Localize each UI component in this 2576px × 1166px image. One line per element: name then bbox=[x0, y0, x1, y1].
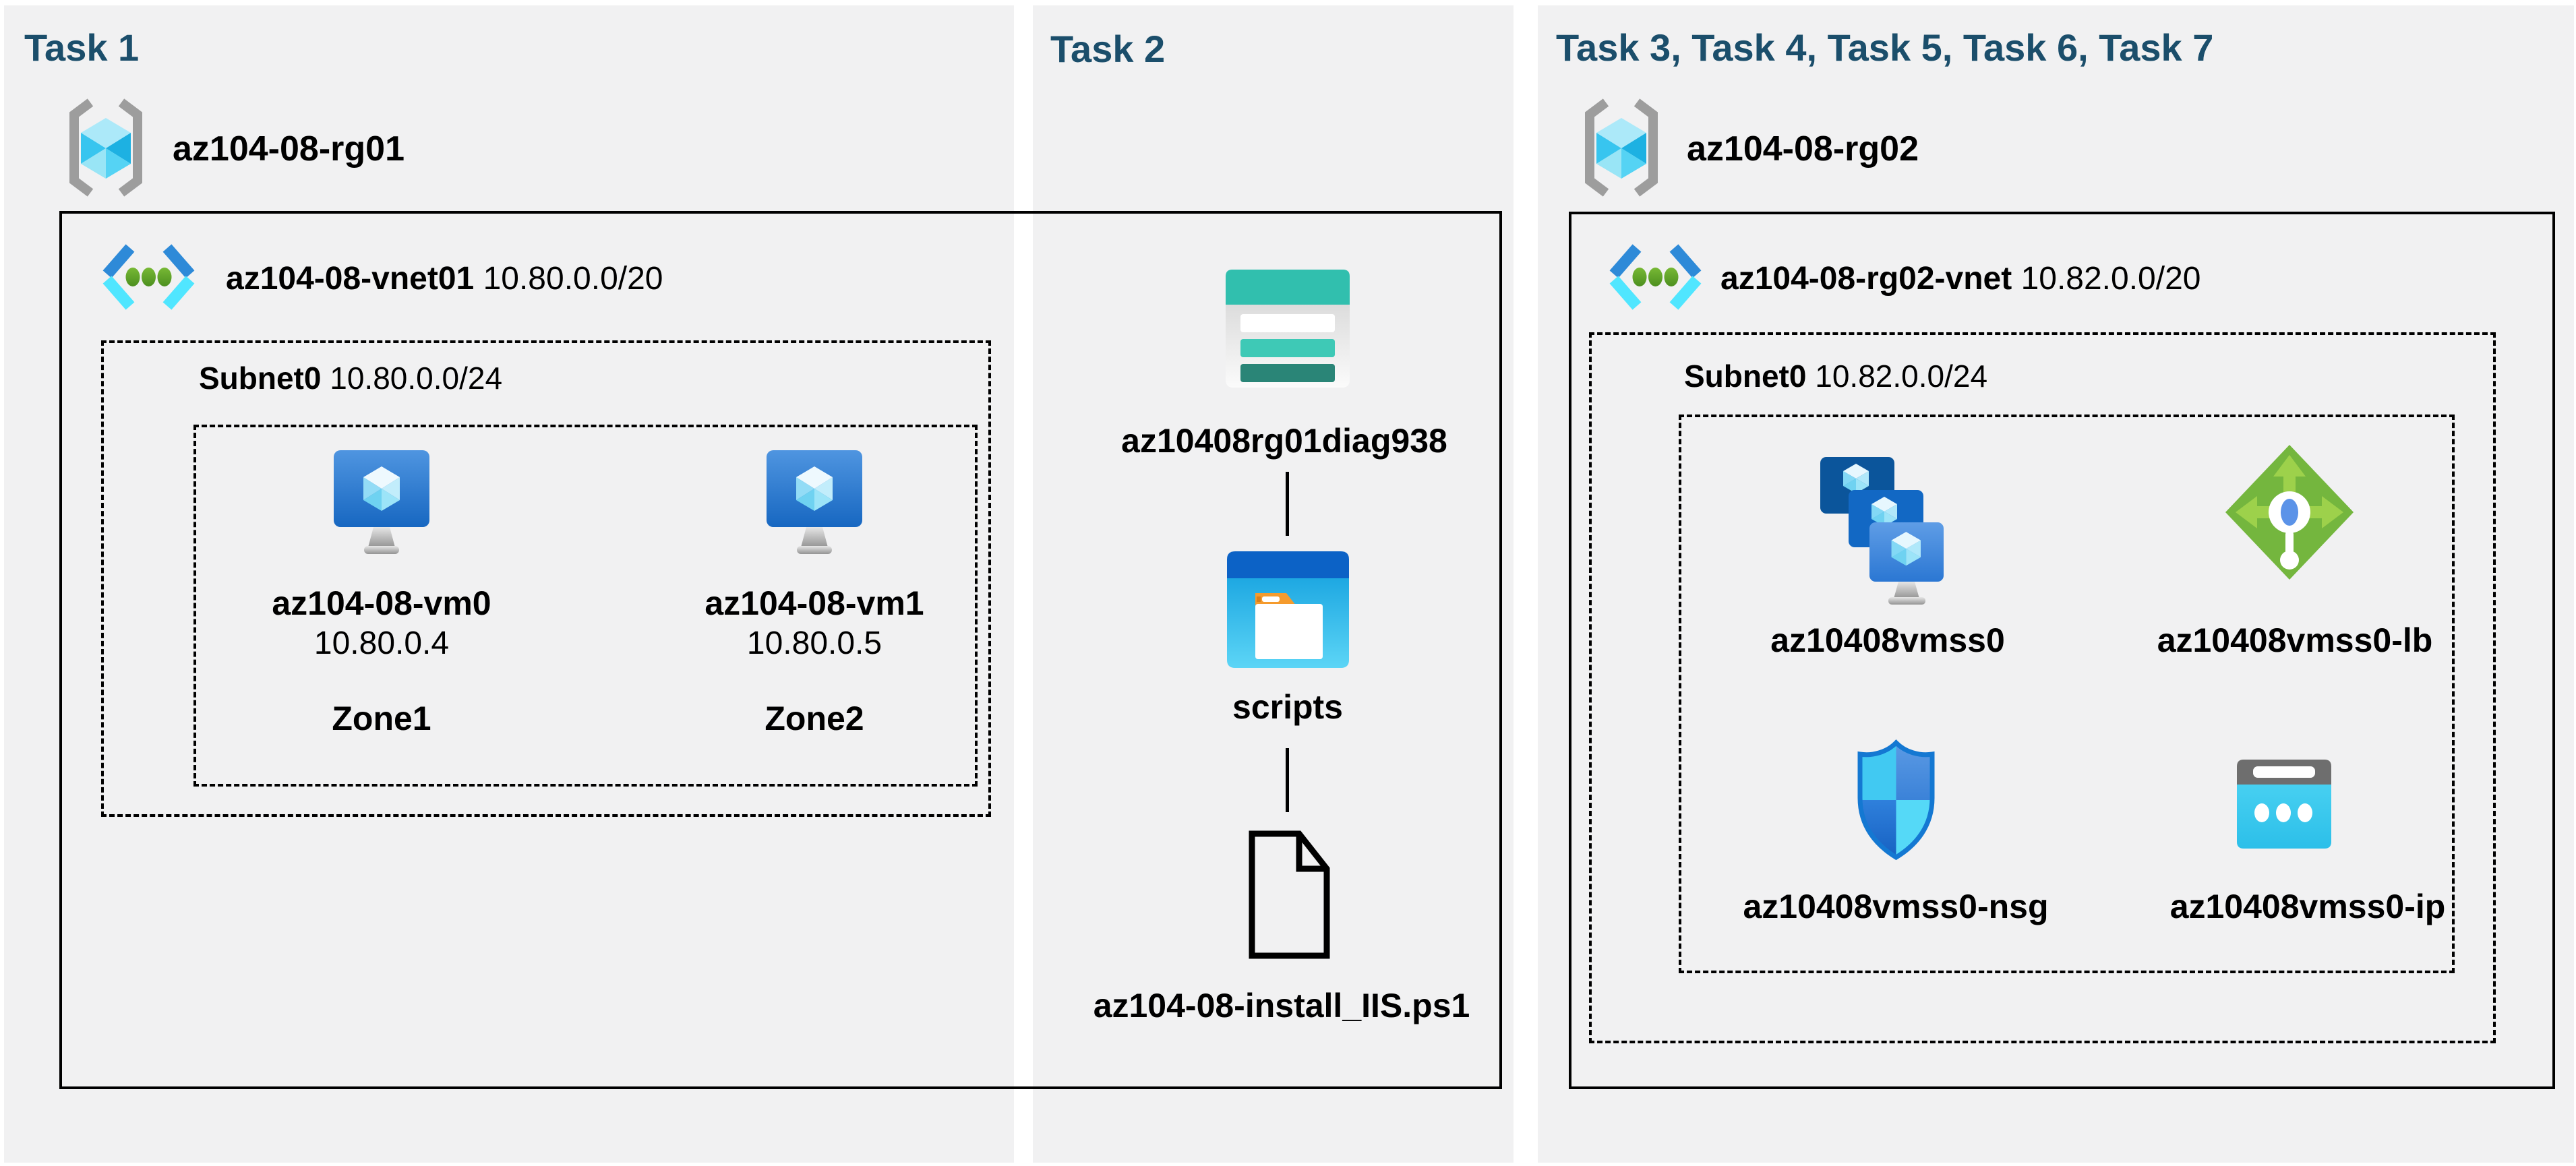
virtual-machine-icon bbox=[328, 448, 436, 559]
vnet2-name: az104-08-rg02-vnet bbox=[1720, 261, 2012, 297]
vmss-group-box bbox=[1679, 415, 2455, 973]
vnet2-label: az104-08-rg02-vnet 10.82.0.0/20 bbox=[1720, 261, 2201, 297]
subnet1-box bbox=[101, 340, 991, 817]
storage-account-name: az10408rg01diag938 bbox=[1121, 422, 1447, 460]
task1-title: Task 1 bbox=[24, 26, 140, 69]
subnet1-name: Subnet0 bbox=[199, 361, 322, 396]
load-balancer-name: az10408vmss0-lb bbox=[2157, 621, 2433, 659]
vnet1-label: az104-08-vnet01 10.80.0.0/20 bbox=[226, 261, 663, 297]
virtual-machine-icon bbox=[760, 448, 868, 559]
subnet2-box bbox=[1589, 332, 2496, 1043]
connector-storage-folder bbox=[1286, 472, 1289, 536]
task2-title: Task 2 bbox=[1050, 28, 1166, 70]
vm-group-box bbox=[193, 425, 978, 787]
subnet2-cidr: 10.82.0.0/24 bbox=[1815, 359, 1988, 394]
vnet2-cidr: 10.82.0.0/20 bbox=[2020, 261, 2201, 297]
vm0-zone: Zone1 bbox=[332, 700, 431, 737]
virtual-network-icon bbox=[96, 241, 201, 312]
network-security-group-icon bbox=[1854, 739, 1938, 861]
resource-group-icon bbox=[61, 98, 151, 197]
panel-task1 bbox=[4, 5, 1014, 1163]
subnet2-name: Subnet0 bbox=[1684, 359, 1807, 394]
connector-folder-file bbox=[1286, 748, 1289, 812]
task3-title: Task 3, Task 4, Task 5, Task 6, Task 7 bbox=[1556, 26, 2214, 69]
vnet2-box bbox=[1569, 212, 2555, 1089]
vm0-ip: 10.80.0.4 bbox=[313, 625, 450, 661]
vm1-ip: 10.80.0.5 bbox=[746, 625, 882, 661]
resource-group2-name: az104-08-rg02 bbox=[1687, 129, 1919, 168]
storage-account-icon bbox=[1226, 270, 1350, 388]
public-ip-icon bbox=[2237, 760, 2331, 849]
vnet1-cidr: 10.80.0.0/20 bbox=[483, 261, 663, 297]
virtual-network-icon bbox=[1603, 241, 1708, 312]
file-icon bbox=[1247, 828, 1332, 961]
subnet1-label: Subnet0 10.80.0.0/24 bbox=[199, 361, 502, 396]
file-name: az104-08-install_IIS.ps1 bbox=[1093, 987, 1470, 1024]
vm-scale-set-icon bbox=[1818, 452, 1949, 607]
vnet1-name: az104-08-vnet01 bbox=[226, 261, 475, 297]
subnet1-cidr: 10.80.0.0/24 bbox=[330, 361, 503, 396]
resource-group-icon bbox=[1576, 98, 1667, 197]
panel-task3 bbox=[1538, 5, 2574, 1163]
vm0-name: az104-08-vm0 bbox=[272, 584, 491, 622]
vm1-zone: Zone2 bbox=[765, 700, 864, 737]
resource-group-name: az104-08-rg01 bbox=[173, 129, 405, 168]
load-balancer-icon bbox=[2222, 441, 2357, 593]
vnet1-box bbox=[59, 211, 1502, 1089]
folder-name: scripts bbox=[1232, 688, 1343, 726]
subnet2-label: Subnet0 10.82.0.0/24 bbox=[1684, 359, 1987, 394]
folder-icon bbox=[1227, 551, 1349, 668]
nsg-name: az10408vmss0-nsg bbox=[1743, 888, 2049, 925]
vmss-name: az10408vmss0 bbox=[1770, 621, 2005, 659]
vm1-name: az104-08-vm1 bbox=[705, 584, 924, 622]
public-ip-name: az10408vmss0-ip bbox=[2169, 888, 2446, 925]
